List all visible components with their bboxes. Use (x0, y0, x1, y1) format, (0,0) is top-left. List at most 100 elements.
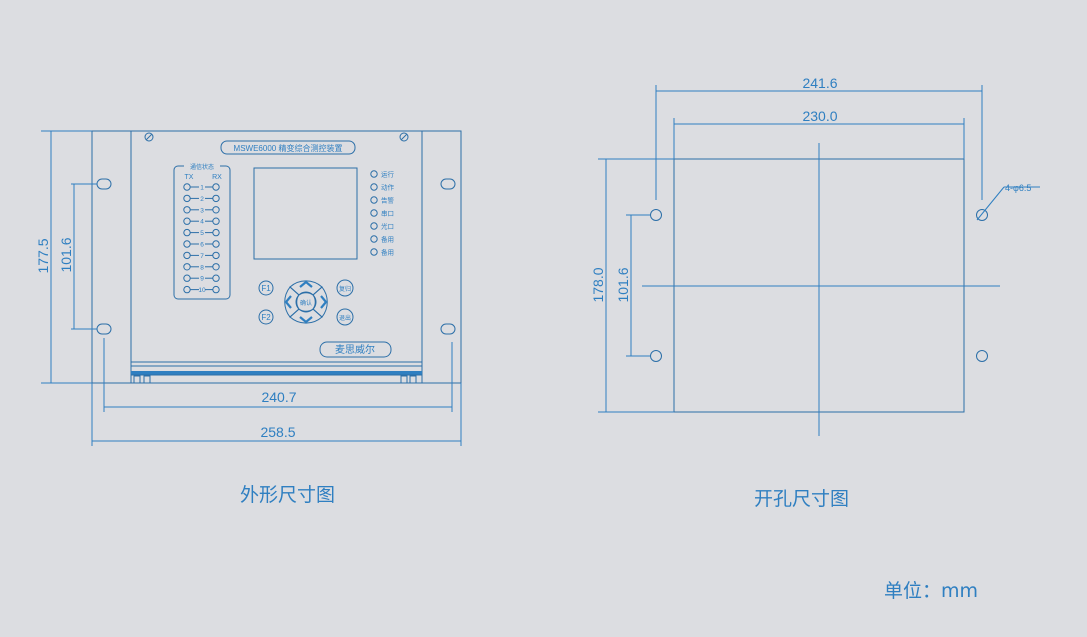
status-indicator-label: 运行 (381, 170, 395, 179)
led-icon (370, 183, 378, 191)
channel-number: 4 (200, 219, 204, 226)
svg-text:退出: 退出 (339, 314, 351, 322)
dim-hole-pitch-x: 241.6 (802, 75, 837, 91)
led-icon (370, 248, 378, 256)
dim-cutout-height: 178.0 (590, 267, 606, 302)
dim-cutout-width: 230.0 (802, 108, 837, 124)
status-indicator-label: 光口 (381, 222, 394, 231)
navigation-pad[interactable]: 确认 (284, 280, 328, 324)
channel-number: 9 (200, 276, 204, 283)
comm-channel-row: 3 (183, 206, 220, 214)
comm-channel-row: 7 (183, 251, 220, 260)
reset-key[interactable]: 复归 (336, 279, 354, 297)
rx-led-icon (212, 240, 220, 248)
led-icon (370, 235, 378, 243)
tx-led-icon (183, 263, 191, 271)
brand-plate (319, 341, 392, 358)
hole-icon (976, 209, 988, 221)
channel-number: 1 (200, 185, 204, 192)
channel-number: 3 (200, 207, 204, 214)
rx-led-icon (212, 285, 220, 294)
channel-number: 5 (200, 230, 204, 237)
rx-led-icon (212, 183, 220, 191)
comm-channel-row: 4 (183, 217, 220, 226)
comm-channel-row: 5 (183, 228, 220, 237)
tx-led-icon (183, 240, 191, 248)
hole-icon (650, 350, 662, 362)
mount-hole-icon (440, 178, 456, 190)
comm-channel-row: 10 (183, 285, 220, 294)
rx-led-icon (212, 217, 220, 225)
dim-inner-width: 240.7 (261, 389, 296, 405)
status-indicator: 串口 (370, 209, 394, 218)
confirm-key-label: 确认 (300, 299, 312, 307)
front-view-caption: 外形尺寸图 (240, 484, 336, 506)
screw-icon (399, 132, 409, 142)
hole-spec: 4-φ6.5 (1005, 183, 1031, 193)
comm-group-label: 通信状态 (190, 163, 214, 171)
channel-number: 8 (200, 264, 204, 271)
front-view: MSWE6000 精变综合测控装置 通信状态 TX RX 12345678910… (35, 130, 462, 446)
rx-label: RX (212, 174, 222, 181)
chevron-up-icon (299, 280, 313, 288)
status-indicator-label: 动作 (381, 183, 395, 192)
comm-channel-row: 6 (183, 240, 220, 249)
tx-led-icon (183, 285, 191, 294)
f1-key[interactable]: F1 (258, 280, 274, 296)
svg-text:F1: F1 (261, 284, 271, 293)
status-indicator-label: 备用 (381, 248, 394, 257)
led-icon (370, 196, 378, 204)
leader-line (976, 186, 1005, 221)
tx-led-icon (183, 274, 191, 282)
hole-icon (650, 209, 662, 221)
status-indicator: 备用 (370, 248, 394, 257)
channel-number: 6 (200, 242, 204, 249)
rx-led-icon (212, 194, 220, 203)
device-title-plate (220, 140, 356, 155)
right-key[interactable] (312, 286, 328, 318)
status-indicator: 告警 (370, 196, 395, 205)
left-key[interactable] (284, 286, 300, 318)
cutout-view-caption: 开孔尺寸图 (754, 488, 850, 510)
device-title: MSWE6000 精变综合测控装置 (234, 143, 343, 153)
status-indicator: 运行 (370, 170, 395, 179)
bottom-rail (131, 371, 422, 375)
tx-led-icon (183, 206, 191, 214)
comm-channel-row: 1 (183, 183, 220, 192)
lcd-display (253, 167, 358, 260)
rx-led-icon (212, 228, 220, 237)
rx-led-icon (212, 251, 220, 260)
brand-label: 麦思威尔 (335, 343, 375, 356)
dim-hole-spacing: 101.6 (58, 237, 74, 272)
cutout-view: 241.6 230.0 178.0 101.6 4-φ6.5 (590, 75, 1040, 436)
confirm-key[interactable] (295, 291, 317, 313)
tx-led-icon (183, 183, 191, 191)
unit-label: 单位：mm (884, 580, 979, 602)
channel-number: 2 (200, 196, 204, 203)
dim-total-width: 258.5 (260, 424, 295, 440)
chevron-right-icon (320, 295, 328, 309)
led-icon (370, 209, 378, 217)
front-panel (130, 130, 423, 384)
chevron-down-icon (299, 316, 313, 324)
status-indicator-label: 串口 (381, 210, 394, 218)
comm-channels: 1 2 3 4 5 6 7 8 9 10 (183, 183, 220, 294)
mount-hole-icon (96, 178, 112, 190)
rx-led-icon (212, 274, 220, 282)
tx-led-icon (183, 217, 191, 225)
tx-led-icon (183, 194, 191, 203)
dim-total-height: 177.5 (35, 238, 51, 273)
mount-hole-icon (96, 323, 112, 335)
f2-key[interactable]: F2 (258, 309, 274, 325)
led-icon (370, 222, 378, 230)
status-indicator: 备用 (370, 235, 394, 244)
chevron-left-icon (284, 295, 292, 309)
channel-number: 7 (200, 253, 204, 260)
screw-icon (144, 132, 154, 142)
mounting-plate (91, 130, 462, 384)
mount-hole-icon (440, 323, 456, 335)
exit-key[interactable]: 退出 (336, 308, 354, 326)
svg-text:F2: F2 (261, 313, 271, 322)
